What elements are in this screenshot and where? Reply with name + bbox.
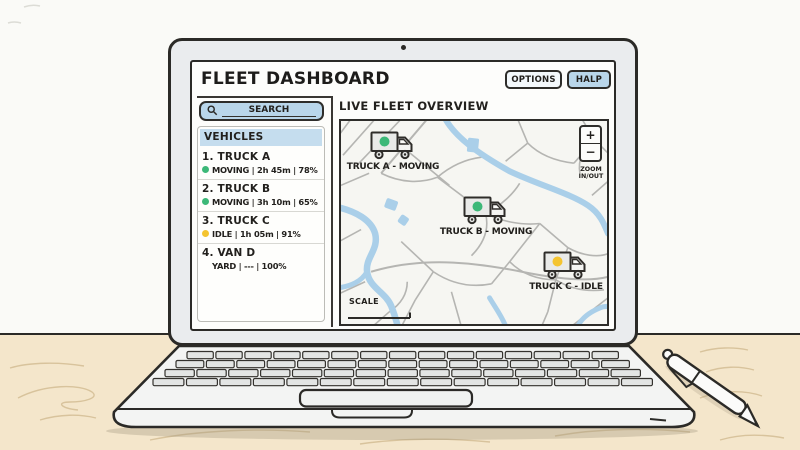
separator: |	[251, 196, 255, 207]
map-scale-label: SCALE	[349, 296, 379, 306]
status-dot	[202, 230, 209, 237]
options-button[interactable]: OPTIONS	[505, 70, 562, 89]
vehicle-battery: 65%	[298, 196, 318, 207]
laptop-screen-bezel: FLEET DASHBOARD OPTIONS HALP SEARCH VEHI…	[168, 38, 638, 346]
vehicle-status: MOVING	[212, 196, 250, 207]
zoom-in-button[interactable]: +	[581, 127, 600, 144]
status-dot	[472, 201, 483, 211]
truck-marker-c[interactable]: TRUCK C - IDLE	[514, 250, 607, 292]
vehicle-battery: 100%	[261, 260, 287, 271]
laptop-screen: FLEET DASHBOARD OPTIONS HALP SEARCH VEHI…	[190, 60, 616, 331]
separator: |	[293, 164, 296, 175]
page-title: FLEET DASHBOARD	[201, 69, 390, 89]
help-button[interactable]: HALP	[567, 70, 611, 89]
vehicle-list-panel: VEHICLES 1. TRUCK A MOVING | 2h 45m | 78…	[197, 125, 325, 322]
search-placeholder: SEARCH	[222, 105, 316, 117]
vehicle-status: IDLE	[212, 228, 233, 239]
vehicle-status: YARD	[212, 260, 237, 271]
vehicle-item-truck-b[interactable]: 2. TRUCK B MOVING | 3h 10m | 65%	[198, 180, 324, 212]
vehicle-meta: IDLE | 1h 05m | 91%	[202, 229, 320, 239]
header-divider	[197, 95, 331, 98]
separator: |	[293, 196, 296, 207]
search-input[interactable]: SEARCH	[199, 100, 324, 121]
wall-scribble	[7, 4, 41, 24]
vehicle-meta: MOVING | 2h 45m | 78%	[202, 165, 320, 175]
status-dot	[552, 256, 563, 266]
sidebar-divider	[330, 96, 333, 327]
truck-icon	[463, 196, 506, 224]
vehicle-status: MOVING	[212, 164, 250, 175]
separator: |	[276, 228, 279, 239]
status-dot	[379, 136, 390, 146]
truck-icon	[370, 131, 413, 159]
pen	[662, 348, 761, 429]
vehicle-time: ---	[243, 260, 254, 271]
zoom-label-line2: IN/OUT	[578, 173, 604, 181]
vehicle-battery: 91%	[281, 228, 301, 239]
vehicle-time: 1h 05m	[239, 228, 274, 239]
base-port	[649, 418, 667, 422]
marker-label: TRUCK C - IDLE	[529, 281, 603, 292]
truck-marker-a[interactable]: TRUCK A - MOVING	[341, 130, 445, 172]
webcam-dot	[400, 45, 406, 50]
status-dot	[202, 198, 209, 205]
vehicle-item-truck-c[interactable]: 3. TRUCK C IDLE | 1h 05m | 91%	[198, 212, 324, 244]
vehicle-meta: MOVING | 3h 10m | 65%	[202, 197, 320, 207]
vehicle-time: 2h 45m	[257, 164, 291, 175]
base-notch	[331, 408, 413, 419]
zoom-control-label: ZOOM IN/OUT	[571, 165, 607, 182]
vehicle-time: 3h 10m	[257, 196, 291, 207]
truck-marker-b[interactable]: TRUCK B - MOVING	[434, 195, 538, 237]
vehicle-name: 3. TRUCK C	[202, 214, 270, 227]
trackpad	[298, 388, 474, 408]
separator: |	[256, 260, 260, 271]
vehicle-battery: 78%	[298, 164, 318, 175]
status-dot	[202, 166, 209, 173]
zoom-out-button[interactable]: −	[585, 144, 596, 159]
zoom-control: + −	[579, 124, 602, 162]
fleet-dashboard-app: FLEET DASHBOARD OPTIONS HALP SEARCH VEHI…	[192, 62, 614, 329]
wood-grain	[9, 347, 785, 445]
marker-label: TRUCK A - MOVING	[346, 161, 440, 172]
vehicle-item-van-d[interactable]: 4. VAN D YARD | --- | 100%	[198, 244, 324, 275]
vehicle-meta: YARD | --- | 100%	[202, 261, 320, 271]
separator: |	[238, 260, 242, 271]
separator: |	[251, 164, 255, 175]
vehicle-item-truck-a[interactable]: 1. TRUCK A MOVING | 2h 45m | 78%	[198, 148, 324, 180]
vehicle-name: 1. TRUCK A	[202, 150, 271, 163]
vehicle-name: 2. TRUCK B	[202, 182, 271, 195]
keyboard	[152, 350, 653, 387]
marker-label: TRUCK B - MOVING	[439, 226, 533, 237]
truck-icon	[543, 251, 586, 279]
map-panel-title: LIVE FLEET OVERVIEW	[339, 99, 489, 113]
vehicles-section-header: VEHICLES	[200, 128, 322, 146]
vehicle-name: 4. VAN D	[202, 246, 256, 259]
live-fleet-map[interactable]: TRUCK A - MOVING TRUCK B - MOVING	[339, 118, 609, 326]
search-icon	[207, 105, 218, 116]
map-scale-bar	[348, 312, 411, 319]
separator: |	[234, 228, 238, 239]
zoom-label-line1: ZOOM	[580, 165, 602, 173]
